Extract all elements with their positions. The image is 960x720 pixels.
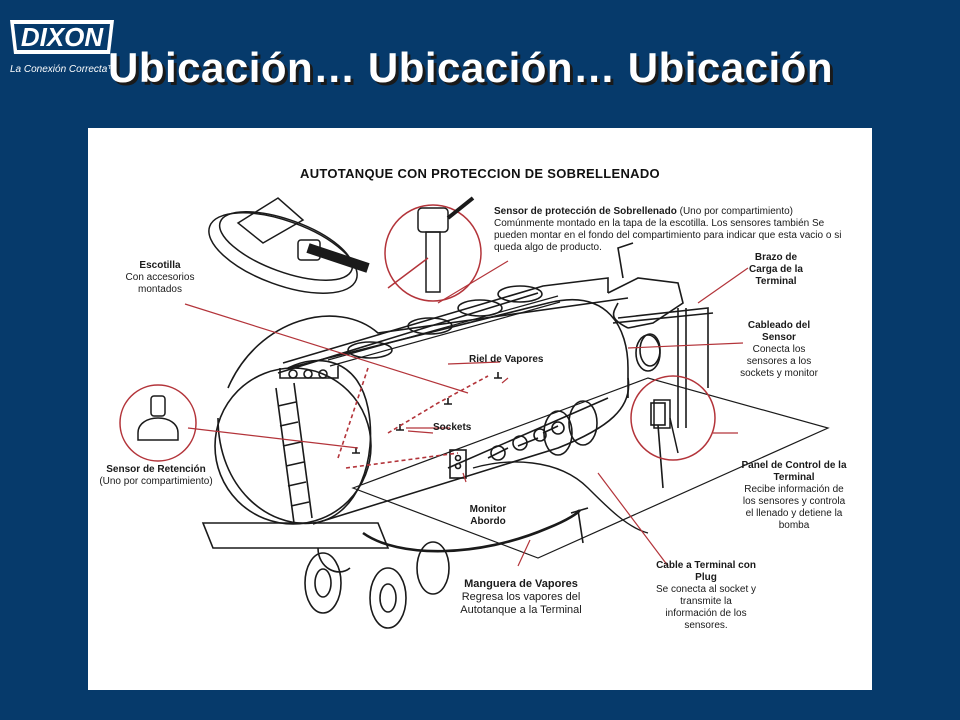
tank-truck-illustration	[119, 196, 830, 629]
cableado-desc: Conecta los sensores a los sockets y mon…	[740, 344, 818, 379]
slide-title: Ubicación… Ubicación… Ubicación	[108, 44, 833, 91]
cableado-sensor-label: Cableado del Sensor Conecta los sensores…	[734, 320, 824, 380]
cable-title: Cable a Terminal con Plug	[656, 560, 756, 583]
cable-desc: Se conecta al socket y transmite la info…	[655, 584, 757, 631]
panel-desc: Recibe información de los sensores y con…	[742, 484, 846, 531]
retencion-desc: (Uno por compartimiento)	[99, 476, 213, 487]
manguera-desc: Regresa los vapores del Autotanque a la …	[460, 591, 582, 616]
sensor-retencion-label: Sensor de Retención (Uno por compartimie…	[88, 464, 224, 488]
monitor-abordo-label: Monitor Abordo	[469, 504, 507, 527]
sockets-label: Sockets	[433, 422, 472, 433]
logo-text: DIXON	[21, 22, 105, 52]
escotilla-desc: Con accesorios montados	[125, 272, 195, 295]
manguera-title: Manguera de Vapores	[464, 578, 578, 590]
cableado-title: Cableado del Sensor	[747, 320, 811, 343]
sobrellenado-sensor-label: Sensor de protección de Sobrellenado (Un…	[494, 206, 866, 254]
riel-vapores-label: Riel de Vapores	[469, 354, 544, 365]
sobrellenado-sensor-title: Sensor de protección de Sobrellenado	[494, 206, 677, 217]
sobrellenado-sensor-note: (Uno por compartimiento)	[679, 206, 793, 217]
panel-title: Panel de Control de la Terminal	[741, 460, 847, 483]
diagram-panel: AUTOTANQUE CON PROTECCION DE SOBRELLENAD…	[88, 128, 872, 690]
retencion-title: Sensor de Retención	[106, 464, 206, 475]
logo-tagline: La Conexión Correcta™	[10, 64, 118, 75]
diagram-title: AUTOTANQUE CON PROTECCION DE SOBRELLENAD…	[300, 166, 660, 181]
dixon-logo-mark: DIXON	[6, 12, 118, 62]
panel-control-label: Panel de Control de la Terminal Recibe i…	[740, 460, 848, 532]
escotilla-title: Escotilla	[139, 260, 181, 271]
dixon-logo: DIXON La Conexión Correcta™	[6, 10, 118, 80]
sobrellenado-sensor-desc: Comúnmente montado en la tapa de la esco…	[494, 218, 842, 253]
manguera-vapores-label: Manguera de Vapores Regresa los vapores …	[446, 578, 596, 617]
escotilla-label: Escotilla Con accesorios montados	[110, 260, 210, 296]
brazo-carga-label: Brazo de Carga de la Terminal	[749, 252, 803, 287]
cable-terminal-label: Cable a Terminal con Plug Se conecta al …	[654, 560, 758, 632]
